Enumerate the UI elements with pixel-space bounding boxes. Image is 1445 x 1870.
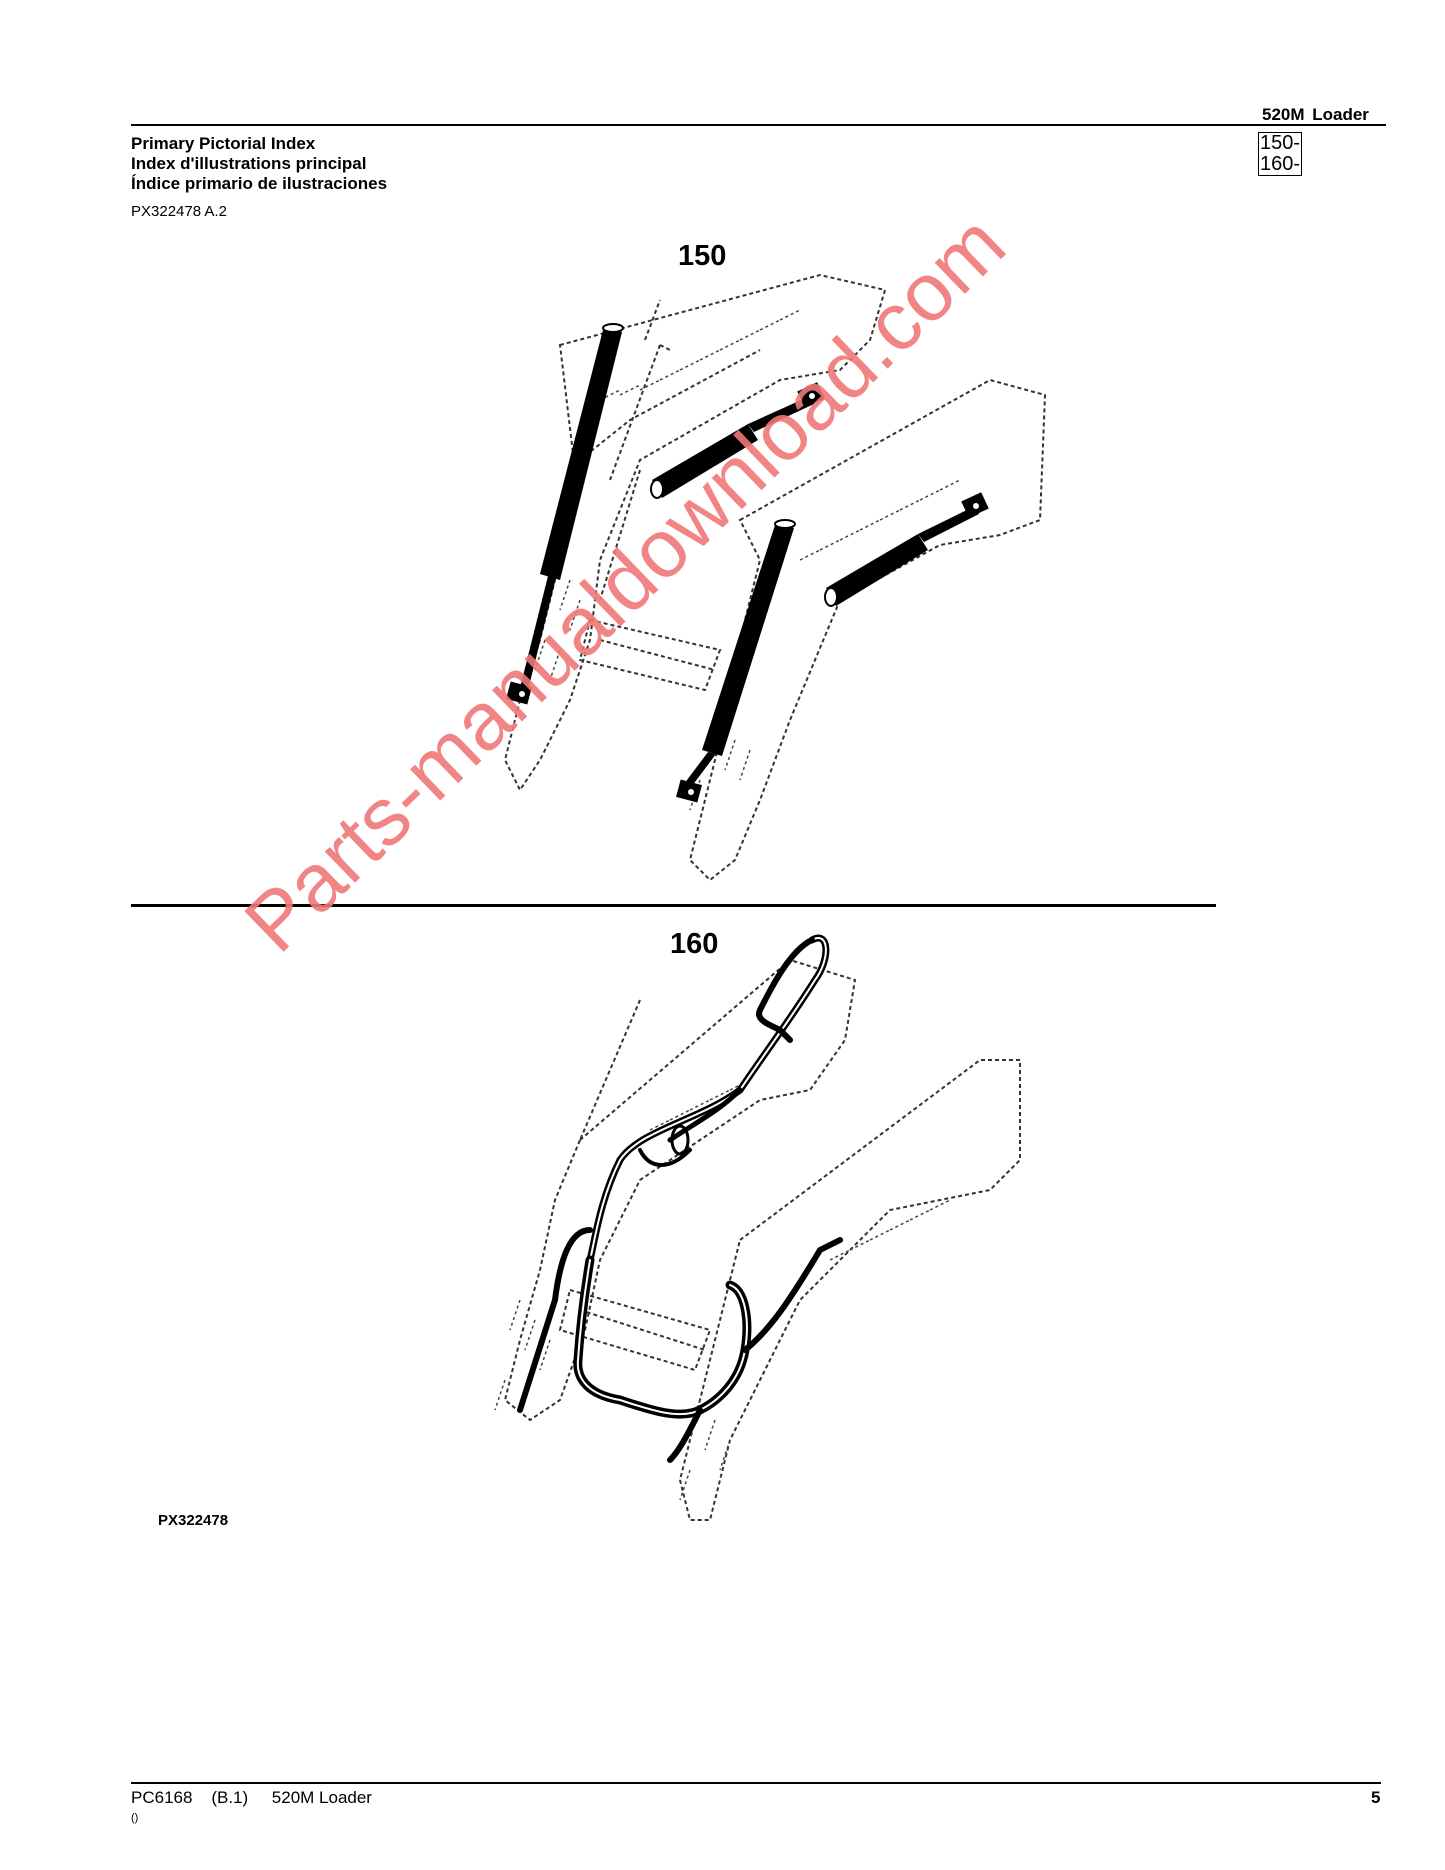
figure-label-160[interactable]: 160 xyxy=(670,928,719,960)
lift-cylinder-right xyxy=(676,519,796,803)
hydraulic-hoses xyxy=(517,934,843,1463)
section-link-150[interactable]: 150- xyxy=(1260,132,1301,154)
figure-label-150[interactable]: 150 xyxy=(678,240,727,272)
tilt-cylinder-left xyxy=(650,382,825,499)
footer-sub: () xyxy=(131,1812,139,1824)
tilt-cylinder-right xyxy=(824,492,989,607)
page-titles: Primary Pictorial Index Index d'illustra… xyxy=(131,134,387,194)
figure-divider xyxy=(131,904,1216,907)
section-link-160[interactable]: 160- xyxy=(1260,153,1301,175)
footer-rule xyxy=(131,1782,1381,1784)
page-number: 5 xyxy=(1371,1788,1381,1807)
lift-cylinder-left xyxy=(506,323,624,705)
title-english: Primary Pictorial Index xyxy=(131,134,316,153)
model-title: 520M Loader xyxy=(1262,105,1369,124)
section-index-box: 150- 160- xyxy=(1258,132,1303,176)
title-french: Index d'illustrations principal xyxy=(131,154,367,173)
footer-publication-line: PC6168 (B.1) 520M Loader xyxy=(131,1788,372,1807)
illustration-code: PX322478 xyxy=(158,1512,229,1529)
reference-code: PX322478 A.2 xyxy=(131,203,227,220)
header-rule xyxy=(131,124,1386,126)
title-spanish: Índice primario de ilustraciones xyxy=(131,174,388,193)
